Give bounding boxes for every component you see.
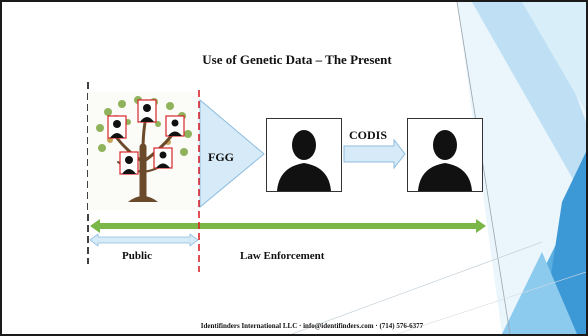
public-label: Public xyxy=(122,250,152,262)
footer-email: info@identifinders.com xyxy=(303,322,374,330)
codis-label: CODIS xyxy=(349,128,388,142)
family-tree-icon xyxy=(88,92,198,210)
fgg-label: FGG xyxy=(208,150,234,164)
slide-title: Use of Genetic Data – The Present xyxy=(202,52,392,67)
footer-separator: · xyxy=(375,322,378,330)
footer-phone: (714) 576-6377 xyxy=(379,322,424,330)
person-silhouette-icon xyxy=(266,118,342,192)
person-silhouette-icon xyxy=(407,118,483,192)
footer: Identifinders International LLC · info@i… xyxy=(122,322,502,330)
footer-separator: · xyxy=(299,322,302,330)
footer-company: Identifinders International LLC xyxy=(200,322,298,330)
law-enforcement-label: Law Enforcement xyxy=(240,250,325,262)
